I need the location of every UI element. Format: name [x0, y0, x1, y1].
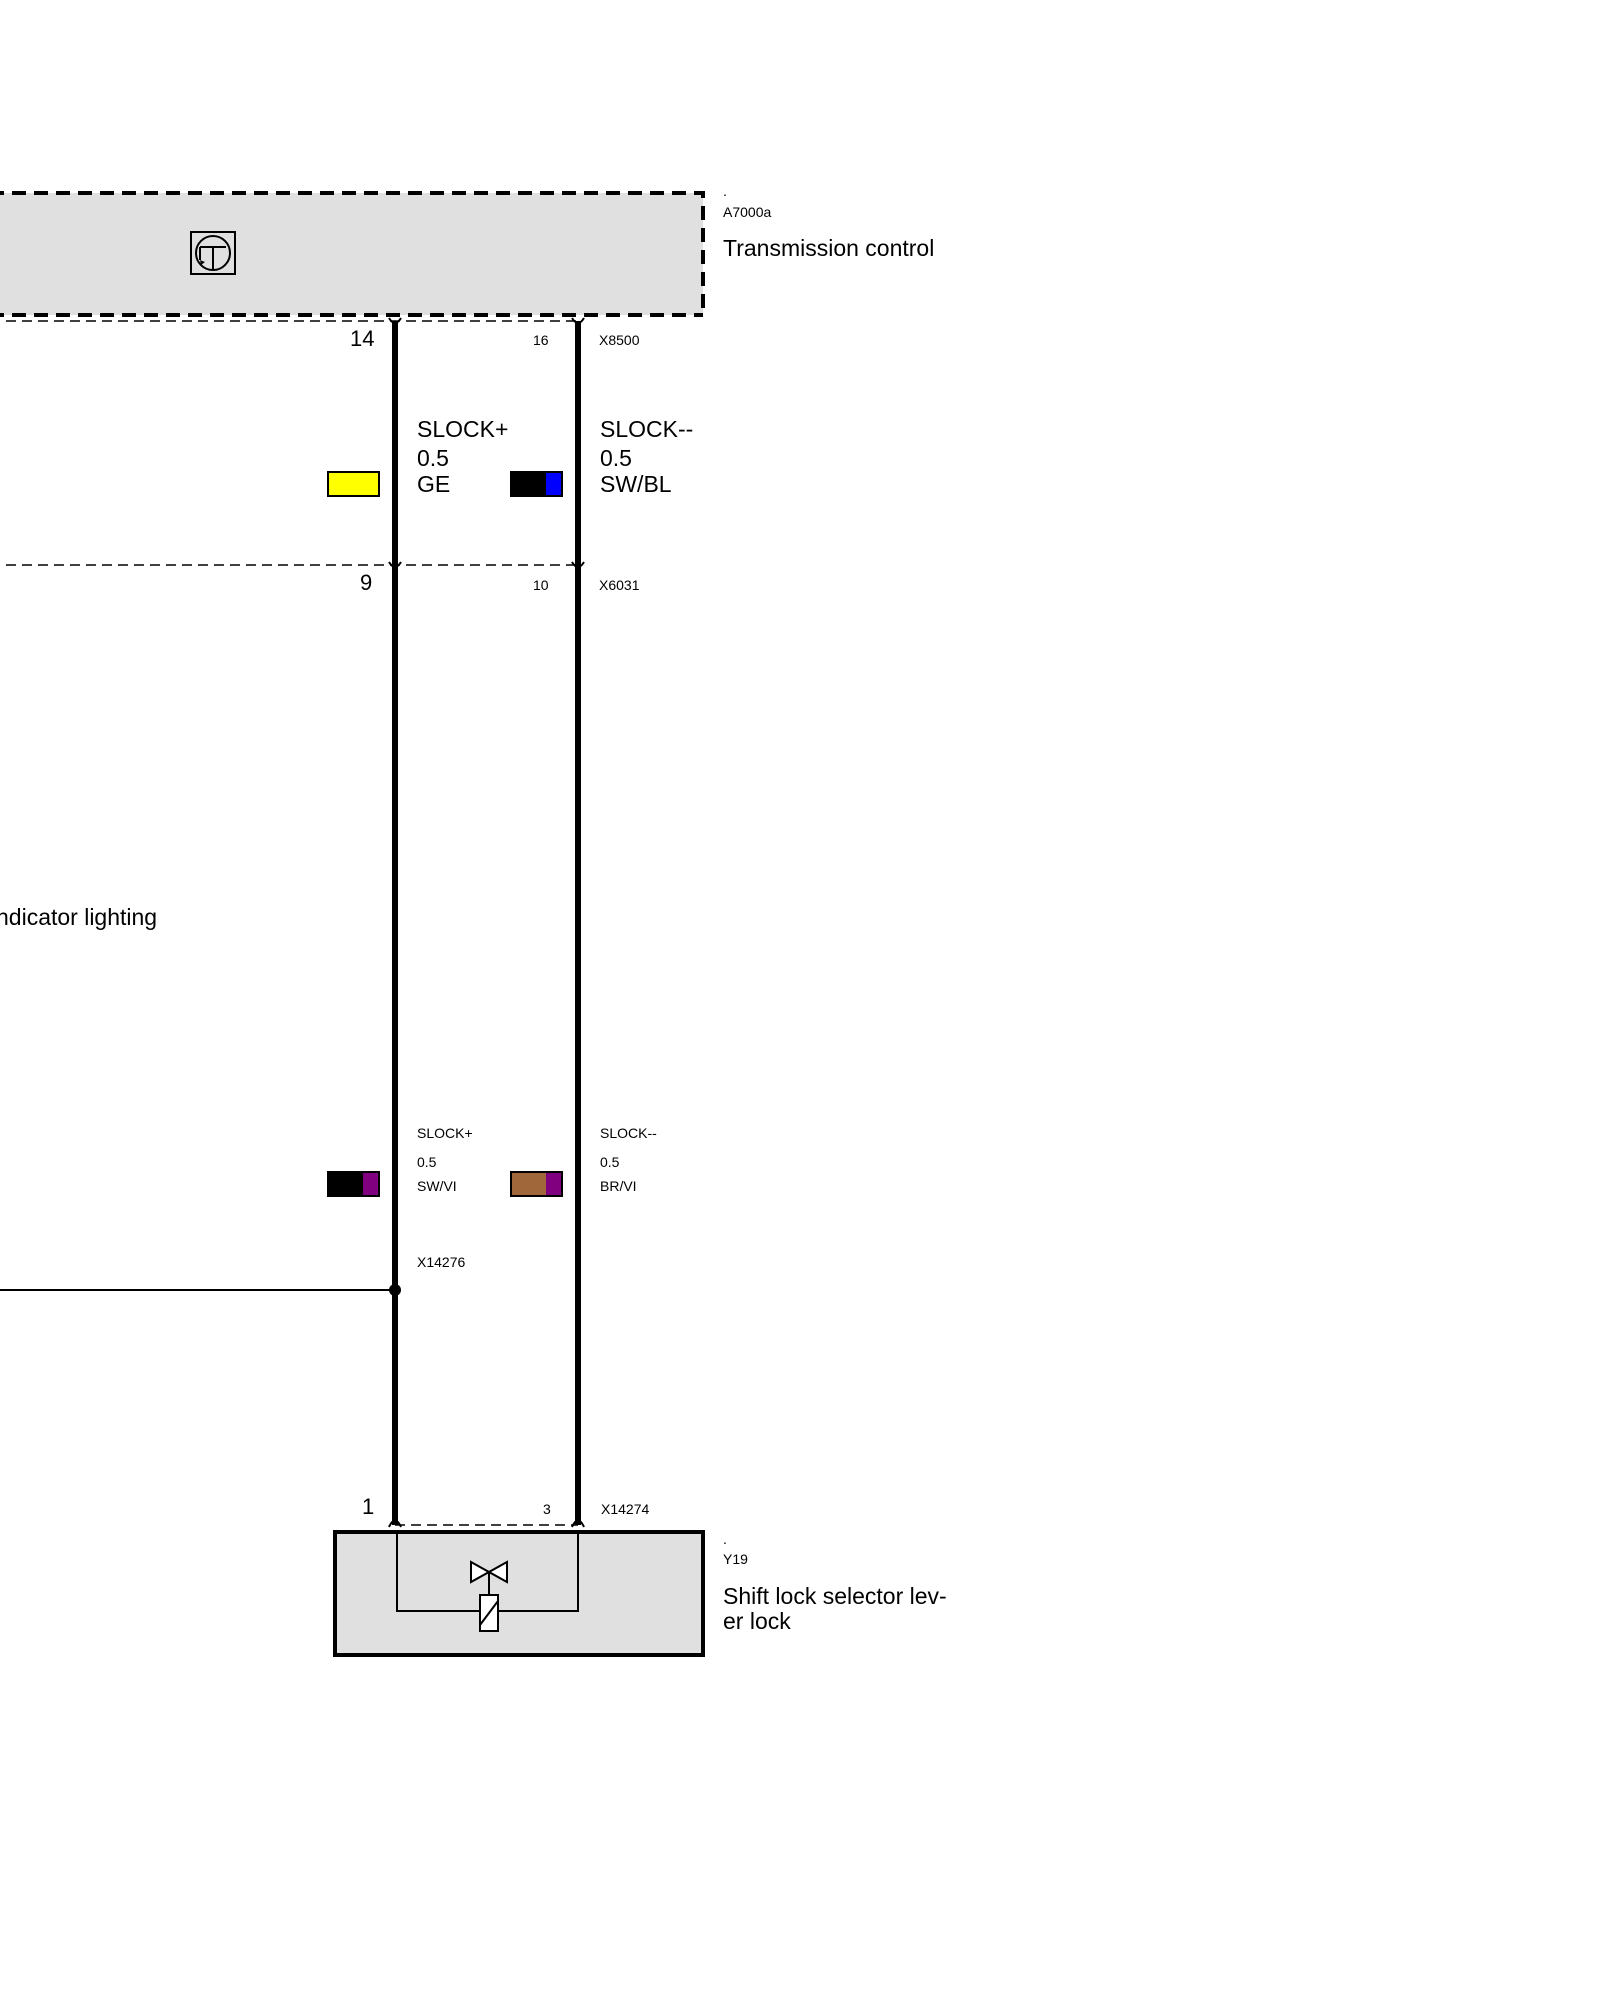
shift-lock-name-line2: er lock	[723, 1608, 791, 1634]
connector-x8500-pin-left: 14	[350, 326, 374, 351]
wire-upper-right-label: SLOCK-- 0.5 SW/BL	[600, 416, 693, 497]
connector-x8500-pin-right: 16	[533, 332, 549, 348]
shift-lock-dot: .	[723, 1531, 727, 1547]
connector-x6031-id: X6031	[599, 577, 640, 593]
wire-upper-left-gauge: 0.5	[417, 445, 449, 471]
shift-lock-name-line1: Shift lock selector lev-	[723, 1583, 947, 1609]
wire-lower-right-color-code: BR/VI	[600, 1178, 637, 1194]
wire-upper-left-color-code: GE	[417, 471, 450, 497]
wire-color-swatch-sw-bl	[510, 471, 563, 497]
wire-lower-left-gauge: 0.5	[417, 1154, 437, 1170]
wire-color-swatch-sw-vi	[327, 1171, 380, 1197]
connector-x6031-pin-left: 9	[360, 570, 372, 595]
solenoid-valve-icon	[470, 1560, 508, 1632]
wire-lower-right-label: SLOCK-- 0.5 BR/VI	[600, 1125, 657, 1194]
connector-x6031-pin-right: 10	[533, 577, 549, 593]
wire-color-swatch-br-vi	[510, 1171, 563, 1197]
wire-upper-left-label: SLOCK+ 0.5 GE	[417, 416, 508, 497]
transmission-control-name: Transmission control	[723, 235, 934, 261]
transmission-control-module[interactable]	[0, 191, 705, 317]
wire-lower-left-label: SLOCK+ 0.5 SW/VI	[417, 1125, 473, 1194]
wire-upper-right-gauge: 0.5	[600, 445, 632, 471]
shift-lock-box	[333, 1530, 705, 1657]
transmission-control-dot: .	[723, 183, 727, 199]
wire-lower-right-gauge: 0.5	[600, 1154, 620, 1170]
connector-contacts	[388, 317, 585, 1528]
wire-color-swatch-ge	[327, 471, 380, 497]
wire-upper-right-color-code: SW/BL	[600, 471, 672, 497]
wire-upper-right-signal: SLOCK--	[600, 416, 693, 442]
transmission-control-id: A7000a	[723, 204, 771, 220]
shift-lock-module[interactable]	[333, 1530, 705, 1657]
wire-upper-left-signal: SLOCK+	[417, 416, 508, 442]
wire-lower-left-color-code: SW/VI	[417, 1178, 457, 1194]
control-unit-icon	[190, 231, 236, 275]
splice-point	[389, 1284, 401, 1296]
connector-x14274-pin-right: 3	[543, 1501, 551, 1517]
splice-x14276-id: X14276	[417, 1254, 465, 1270]
transmission-control-border	[0, 191, 705, 315]
transmission-control-fill	[0, 193, 703, 315]
connector-x8500-id: X8500	[599, 332, 640, 348]
indicator-lighting-label: ndicator lighting	[0, 904, 157, 930]
shift-lock-id: Y19	[723, 1551, 748, 1567]
wire-lower-left-signal: SLOCK+	[417, 1125, 473, 1141]
wire-lower-right-signal: SLOCK--	[600, 1125, 657, 1141]
connector-x14274-id: X14274	[601, 1501, 649, 1517]
connector-x14274-pin-left: 1	[362, 1494, 374, 1519]
